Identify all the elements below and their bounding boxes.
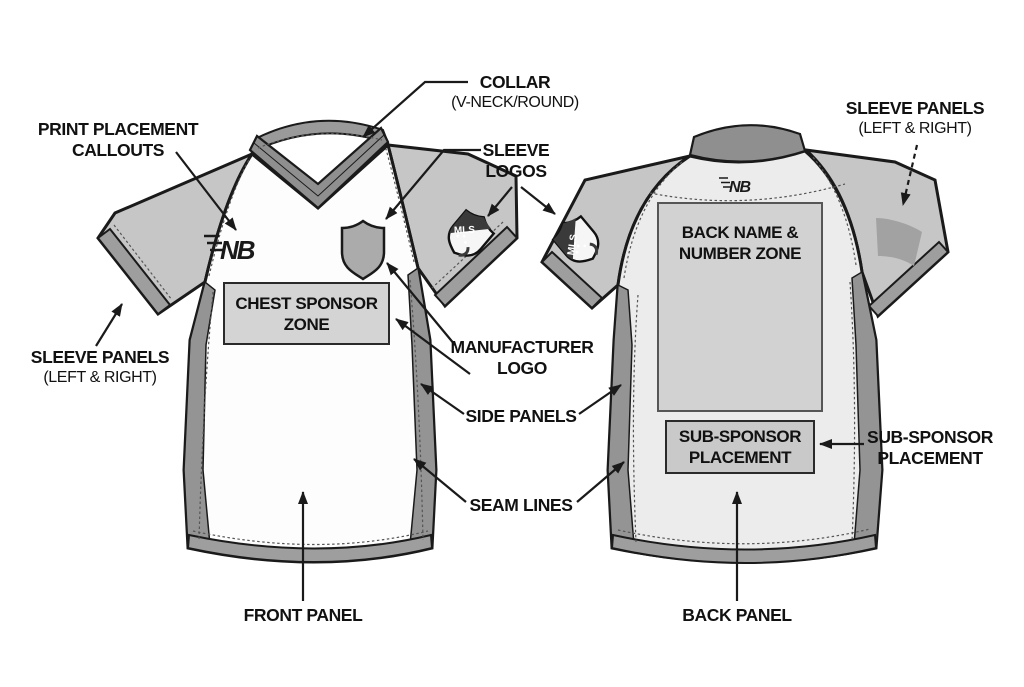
callout-manufacturer-logo-line1: MANUFACTURER xyxy=(450,337,594,357)
arrow-print-placement xyxy=(175,151,237,231)
arrow-side-panels-right xyxy=(578,384,622,415)
chest-sponsor-zone-box: CHEST SPONSOR ZONE xyxy=(223,282,390,345)
stitch-front-seam-right xyxy=(409,279,424,541)
callout-side-panels-line1: SIDE PANELS xyxy=(465,406,577,426)
callout-back-panel: BACK PANEL xyxy=(642,605,832,626)
callout-sleeve-panels-left-line1: SLEEVE PANELS xyxy=(30,347,170,367)
arrow-sleeve-logos-crest xyxy=(385,148,481,220)
nb-logo-front-text: NB xyxy=(220,235,255,265)
callout-front-panel-line1: FRONT PANEL xyxy=(243,605,363,625)
back-name-number-line1: BACK NAME & xyxy=(681,223,799,242)
callout-sleeve-logos-line1: SLEEVE xyxy=(482,140,550,160)
front-right-cuff xyxy=(433,225,519,308)
arrow-seam-lines-right xyxy=(576,461,625,503)
arrow-manufacturer-logo xyxy=(386,262,456,346)
callout-side-panels: SIDE PANELS xyxy=(446,406,596,427)
callout-collar-line1: COLLAR xyxy=(479,72,551,92)
back-left-cuff xyxy=(540,250,604,310)
back-collar xyxy=(688,124,807,163)
callout-sleeve-panels-left: SLEEVE PANELS (LEFT & RIGHT) xyxy=(5,347,195,388)
callout-sleeve-panels-right-line2: (LEFT & RIGHT) xyxy=(858,120,972,137)
callout-manufacturer-logo: MANUFACTURER LOGO xyxy=(427,337,617,379)
callout-sleeve-logos-line2: LOGOS xyxy=(485,161,547,181)
callout-print-placement-line1: PRINT PLACEMENT xyxy=(37,119,199,139)
sub-sponsor-placement-box: SUB-SPONSOR PLACEMENT xyxy=(665,420,815,474)
back-sleeve-panel-patch xyxy=(876,218,922,266)
stitch-back-hem xyxy=(617,528,871,545)
stitch-back-yoke xyxy=(649,183,846,202)
front-jersey: NB xyxy=(96,119,519,564)
callout-sleeve-panels-right: SLEEVE PANELS (LEFT & RIGHT) xyxy=(820,98,1010,139)
callout-sub-sponsor-line2: PLACEMENT xyxy=(877,448,983,468)
chest-sponsor-zone-line2: ZONE xyxy=(283,314,330,334)
nb-logo-front: NB xyxy=(204,234,257,265)
chest-sponsor-zone-line1: CHEST SPONSOR xyxy=(235,293,378,313)
callout-sub-sponsor-line1: SUB-SPONSOR xyxy=(867,427,993,447)
arrow-sleeve-panels-left xyxy=(95,303,123,347)
arrow-seam-lines-left xyxy=(413,458,467,503)
callout-sleeve-panels-right-line1: SLEEVE PANELS xyxy=(845,98,985,118)
stitch-front-raglan-left xyxy=(208,157,251,277)
sub-sponsor-box-line2: PLACEMENT xyxy=(688,448,792,467)
stitch-front-seam-left xyxy=(198,291,214,541)
front-collar-stripe xyxy=(253,134,385,197)
arrow-sleeve-panels-right xyxy=(900,144,919,206)
arrow-sleeve-logos-left xyxy=(487,186,513,217)
callout-collar: COLLAR (V-NECK/ROUND) xyxy=(425,72,605,113)
callout-print-placement-line2: CALLOUTS xyxy=(71,140,165,160)
callout-arrows xyxy=(95,80,919,601)
callout-sub-sponsor: SUB-SPONSOR PLACEMENT xyxy=(845,427,1015,469)
stitch-back-raglan-left xyxy=(623,161,683,279)
front-hem xyxy=(186,533,434,563)
front-left-cuff xyxy=(96,227,172,316)
stitch-front-hem xyxy=(192,530,429,546)
back-name-number-line2: NUMBER ZONE xyxy=(678,244,802,263)
callout-back-panel-line1: BACK PANEL xyxy=(682,605,792,625)
arrow-manufacturer-logo-2 xyxy=(395,318,471,375)
callout-manufacturer-logo-line2: LOGO xyxy=(497,358,547,378)
callout-sleeve-panels-left-line2: (LEFT & RIGHT) xyxy=(43,369,157,386)
callout-print-placement: PRINT PLACEMENT CALLOUTS xyxy=(18,119,218,161)
nb-logo-back: NB xyxy=(719,177,752,196)
chest-crest xyxy=(340,219,386,281)
arrow-sleeve-logos-right xyxy=(520,186,556,215)
callout-seam-lines-line1: SEAM LINES xyxy=(469,495,573,515)
callout-sleeve-logos: SLEEVE LOGOS xyxy=(456,140,576,182)
back-name-number-zone-box: BACK NAME & NUMBER ZONE xyxy=(657,202,823,412)
back-side-panel-left xyxy=(607,283,635,549)
nb-logo-back-text: NB xyxy=(729,179,751,196)
stitch-front-cuff-left xyxy=(113,224,173,301)
stitch-front-raglan-right xyxy=(385,148,415,263)
callout-collar-line2: (V-NECK/ROUND) xyxy=(451,94,579,111)
callout-front-panel: FRONT PANEL xyxy=(208,605,398,626)
back-hem xyxy=(610,533,878,564)
stitch-back-seam-left xyxy=(632,294,639,543)
sub-sponsor-box-line1: SUB-SPONSOR xyxy=(678,427,802,446)
stitch-back-seam-right xyxy=(849,281,856,543)
arrow-collar xyxy=(362,80,468,138)
arrow-side-panels-left xyxy=(420,383,465,415)
callout-seam-lines: SEAM LINES xyxy=(446,495,596,516)
